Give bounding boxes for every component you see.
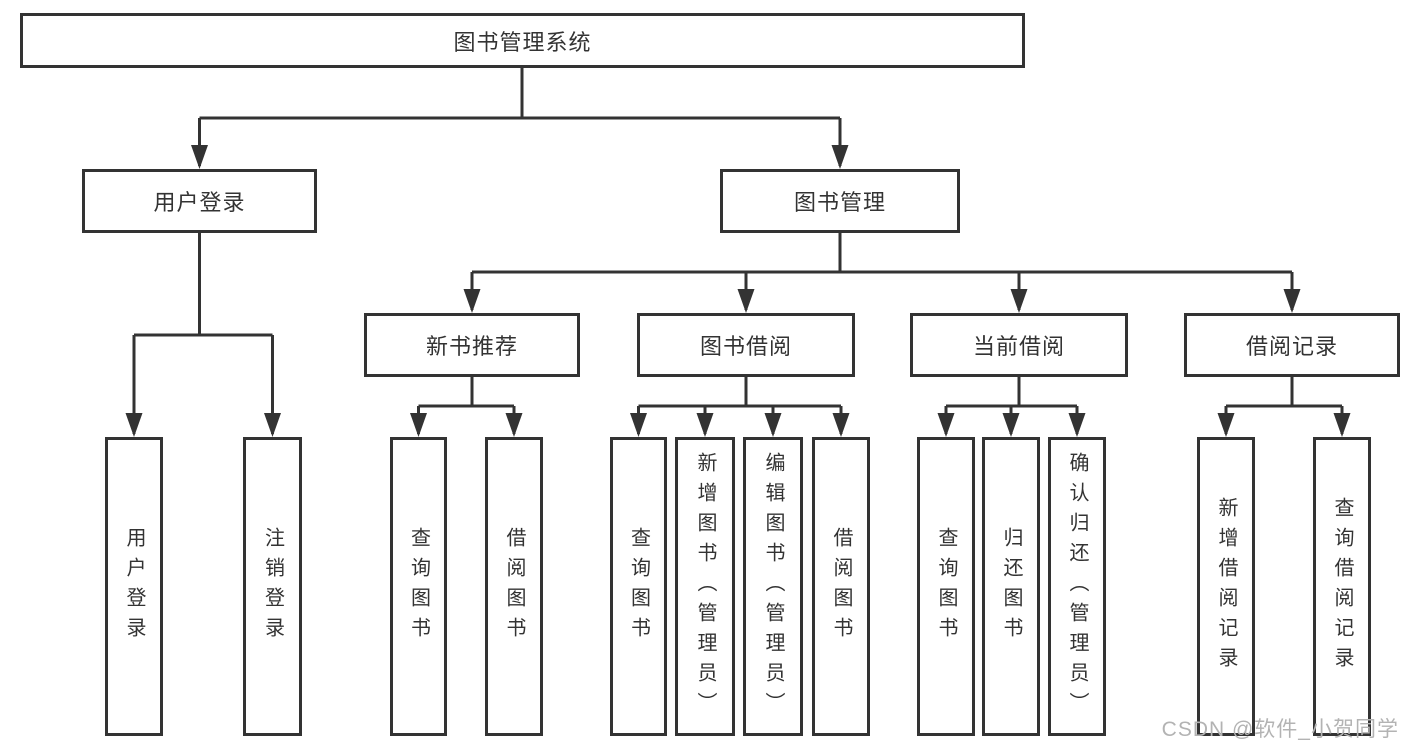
node-borrow-records: 借阅记录: [1184, 313, 1400, 377]
leaf-current-query-books: 查询图书: [917, 437, 975, 736]
leaf-recommend-borrow-books: 借阅图书: [485, 437, 543, 736]
csdn-watermark: CSDN @软件_小贺同学: [1161, 718, 1399, 741]
leaf-borrow-books: 借阅图书: [812, 437, 870, 736]
leaf-query-borrow-record-label: 查询借阅记录: [1331, 496, 1353, 677]
leaf-user-login: 用户登录: [105, 437, 163, 736]
node-current-borrow: 当前借阅: [910, 313, 1128, 377]
leaf-confirm-return-admin-label: 确认归还（管理员）: [1066, 451, 1088, 722]
node-borrow-records-label: 借阅记录: [1245, 334, 1338, 359]
leaf-recommend-borrow-books-label: 借阅图书: [503, 526, 525, 647]
leaf-add-book-admin: 新增图书（管理员）: [675, 437, 735, 736]
leaf-return-book: 归还图书: [982, 437, 1040, 736]
node-library-system-label: 图书管理系统: [453, 29, 592, 55]
leaf-logout-label: 注销登录: [261, 526, 284, 647]
leaf-recommend-query-books-label: 查询图书: [407, 526, 430, 647]
leaf-edit-book-admin: 编辑图书（管理员）: [743, 437, 803, 736]
node-book-management: 图书管理: [720, 169, 960, 233]
leaf-query-borrow-record: 查询借阅记录: [1313, 437, 1371, 736]
leaf-borrow-query-books: 查询图书: [610, 437, 667, 736]
leaf-return-book-label: 归还图书: [1000, 526, 1022, 647]
node-user-login-label: 用户登录: [153, 190, 246, 215]
leaf-borrow-query-books-label: 查询图书: [627, 526, 650, 647]
leaf-add-book-admin-label: 新增图书（管理员）: [694, 451, 716, 722]
leaf-add-borrow-record-label: 新增借阅记录: [1215, 496, 1237, 677]
node-new-book-recommend: 新书推荐: [364, 313, 580, 377]
node-book-borrow-label: 图书借阅: [699, 334, 792, 359]
leaf-current-query-books-label: 查询图书: [935, 526, 957, 647]
node-user-login: 用户登录: [82, 169, 317, 233]
leaf-edit-book-admin-label: 编辑图书（管理员）: [762, 451, 784, 722]
leaf-add-borrow-record: 新增借阅记录: [1197, 437, 1255, 736]
leaf-user-login-label: 用户登录: [123, 526, 145, 647]
leaf-recommend-query-books: 查询图书: [390, 437, 447, 736]
leaf-confirm-return-admin: 确认归还（管理员）: [1048, 437, 1106, 736]
leaf-borrow-books-label: 借阅图书: [830, 526, 852, 647]
node-book-management-label: 图书管理: [793, 190, 886, 215]
node-current-borrow-label: 当前借阅: [972, 334, 1065, 359]
leaf-logout: 注销登录: [243, 437, 302, 736]
node-library-system: 图书管理系统: [20, 13, 1025, 68]
node-new-book-recommend-label: 新书推荐: [425, 334, 518, 359]
node-book-borrow: 图书借阅: [637, 313, 855, 377]
